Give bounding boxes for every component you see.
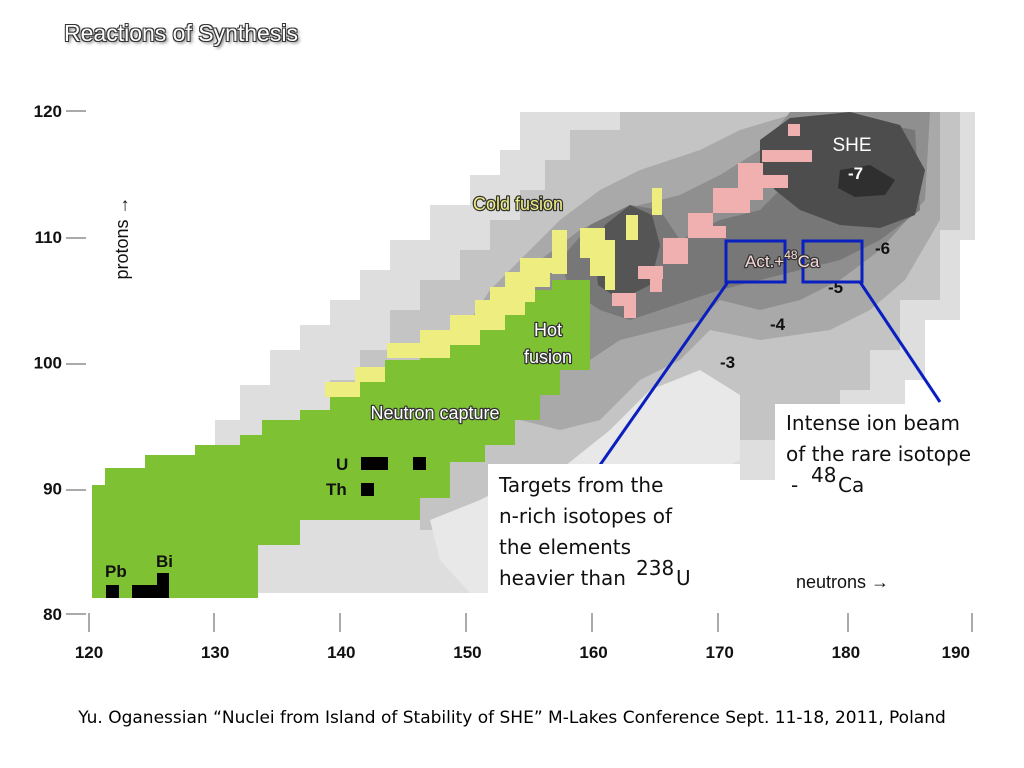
x-tick-labels: 120 130 140 150 160 170 180 190: [75, 643, 970, 662]
targets-iso-sym: U: [676, 566, 691, 590]
targets-iso-mass: 238: [636, 556, 674, 580]
x-tick-label: 150: [453, 643, 481, 662]
beam-line-2: of the rare isotope: [786, 442, 971, 466]
y-axis: [66, 110, 86, 615]
y-tick-label: 100: [34, 354, 62, 373]
label-hot-fusion-2: fusion: [524, 347, 572, 367]
page-title: Reactions of Synthesis: [64, 20, 298, 46]
label-act-mass: 48: [784, 248, 798, 262]
highlight-box-ca48: [801, 239, 864, 284]
y-tick-label: 90: [43, 479, 62, 498]
annotation-beam: Intense ion beam of the rare isotope - 4…: [786, 411, 971, 497]
stable-isotopes: [106, 457, 426, 598]
x-tick-label: 170: [706, 643, 734, 662]
targets-line-3: the elements: [499, 535, 631, 559]
label-neutron-capture: Neutron capture: [370, 403, 499, 423]
x-tick-label: 160: [579, 643, 607, 662]
contour-label-6: -6: [875, 239, 890, 258]
x-tick-label: 120: [75, 643, 103, 662]
contour-label-3: -3: [720, 353, 735, 372]
region-neutron-capture: [92, 280, 590, 598]
targets-line-1: Targets from the: [498, 473, 663, 497]
targets-line-2: n-rich isotopes of: [499, 504, 673, 528]
beam-dash: -: [791, 473, 798, 497]
label-th: Th: [326, 480, 347, 499]
x-tick-label: 190: [942, 643, 970, 662]
y-axis-label: protons →: [112, 196, 132, 279]
y-tick-label: 110: [35, 228, 62, 247]
targets-line-4: heavier than: [499, 566, 626, 590]
annotation-panel-beam: [775, 404, 990, 504]
label-bi: Bi: [156, 552, 173, 571]
region-hot-fusion-isotopes: [612, 124, 812, 318]
annotation-targets: Targets from the n-rich isotopes of the …: [498, 473, 691, 590]
label-act-sym: Ca: [798, 252, 820, 271]
y-tick-labels: 80 90 100 110 120: [34, 102, 62, 624]
x-tick-label: 180: [832, 643, 860, 662]
pointer-line-targets: [598, 281, 730, 466]
x-axis: [88, 613, 973, 632]
x-axis-label: neutrons →: [796, 572, 889, 592]
x-tick-label: 140: [327, 643, 355, 662]
label-u: U: [336, 455, 348, 474]
annotation-panel-targets: [488, 464, 740, 604]
label-hot-fusion-1: Hot: [534, 320, 562, 340]
citation-footer: Yu. Oganessian “Nuclei from Island of St…: [78, 708, 946, 728]
contour-label-7: -7: [848, 164, 863, 183]
beam-iso-mass: 48: [811, 463, 836, 487]
contour-band-she-core: [838, 165, 895, 197]
beam-iso-sym: Ca: [838, 473, 864, 497]
highlight-box-actinide: [724, 239, 787, 284]
label-she: SHE: [832, 135, 871, 156]
y-tick-label: 120: [34, 102, 62, 121]
label-act: Act.+: [745, 252, 784, 271]
contour-label-4: -4: [770, 315, 786, 334]
y-tick-label: 80: [43, 605, 62, 624]
beam-line-1: Intense ion beam: [786, 411, 960, 435]
label-cold-fusion: Cold fusion: [473, 194, 563, 214]
x-tick-label: 130: [201, 643, 229, 662]
region-cold-fusion: [325, 188, 662, 397]
label-pb: Pb: [105, 562, 127, 581]
label-act-ca48: Act.+48Ca: [745, 248, 820, 271]
pointer-line-beam: [858, 281, 942, 403]
